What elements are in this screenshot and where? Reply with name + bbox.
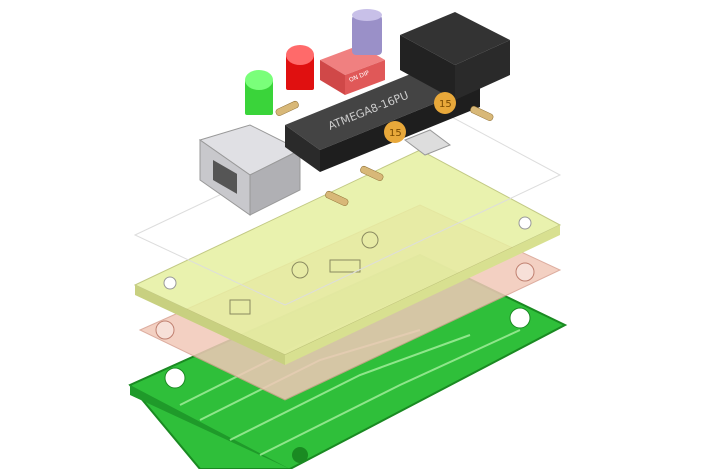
crystal-oscillator <box>403 129 452 156</box>
capacitor-1-label: 15 <box>389 128 402 139</box>
ceramic-capacitor-1: 15 <box>384 121 406 143</box>
red-led <box>286 45 314 90</box>
green-led <box>245 70 273 115</box>
electrolytic-capacitor <box>352 9 382 55</box>
resistors <box>275 100 494 206</box>
silkscreen-layer <box>133 149 562 365</box>
capacitor-2-label: 15 <box>439 99 452 110</box>
box-header-connector <box>400 12 510 100</box>
ceramic-capacitor-2: 15 <box>434 92 456 114</box>
